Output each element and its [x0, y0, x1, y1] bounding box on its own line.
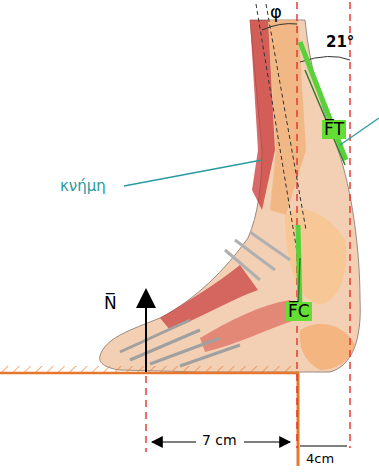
dimension-arrow: [152, 441, 196, 442]
normal-force-arrow: [145, 290, 147, 372]
force-arrow: [305, 70, 345, 165]
force-label: N̅: [104, 294, 117, 313]
angle-arc: [262, 24, 297, 30]
force-label: F̅T: [322, 120, 346, 139]
ground-line: [0, 372, 299, 375]
dimension-arrow: [244, 441, 290, 442]
force-line: [300, 42, 346, 160]
dimension-line: [300, 446, 347, 447]
force-line: [298, 225, 300, 310]
foot-illustration: [100, 20, 361, 372]
part-name: κνήμη: [60, 178, 106, 195]
dimension-label: 7 cm: [200, 433, 239, 448]
reference-lines: [146, 2, 350, 452]
angle-symbol: φ: [270, 2, 282, 22]
dimension-label: 4cm: [306, 452, 334, 466]
force-label: F̅C: [286, 302, 312, 321]
angle-value: 21°: [326, 34, 354, 51]
leader-line: [124, 160, 262, 186]
